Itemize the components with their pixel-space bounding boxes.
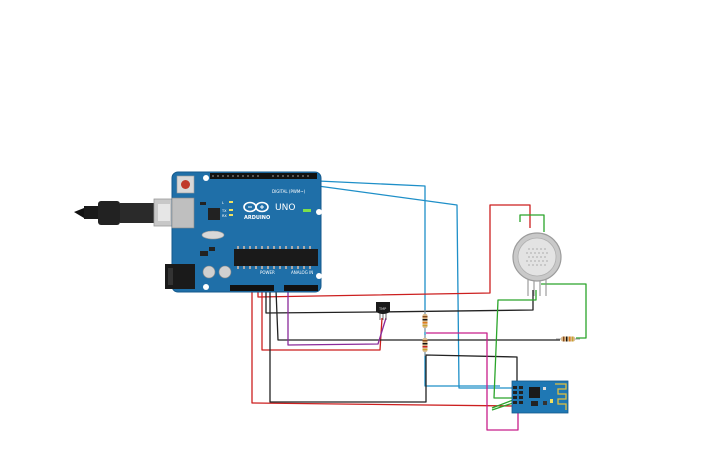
- led-rx: [229, 214, 233, 216]
- esp-antenna: [555, 383, 567, 410]
- temperature-sensor[interactable]: TMP: [376, 302, 390, 320]
- wire-green-1[interactable]: [541, 283, 587, 339]
- resistor-1[interactable]: [422, 310, 428, 332]
- gas-sensor[interactable]: [512, 232, 562, 296]
- usb-port: [171, 197, 195, 229]
- led-rx-label: RX: [222, 214, 227, 218]
- capacitor: [202, 265, 216, 279]
- model-label: UNO: [275, 203, 295, 213]
- power-header[interactable]: [230, 285, 274, 291]
- esp8266-module[interactable]: [511, 380, 569, 414]
- atmega-chip: [234, 246, 318, 269]
- digital-header-label: DIGITAL (PWM~): [272, 189, 306, 194]
- wire-green-2[interactable]: [493, 290, 537, 399]
- wires: [251, 180, 587, 431]
- wire-blue-1[interactable]: [317, 180, 500, 387]
- led-l: [229, 201, 233, 203]
- wire-red-tmp[interactable]: [261, 290, 383, 351]
- esp-chip: [529, 387, 540, 398]
- resistor-3[interactable]: [556, 336, 580, 342]
- led-l-label: L: [222, 201, 224, 205]
- wire-black-3[interactable]: [275, 289, 560, 341]
- reset-button[interactable]: [176, 175, 195, 194]
- wire-purple[interactable]: [287, 290, 387, 346]
- wire-black-2[interactable]: [269, 290, 518, 403]
- power-header-label: POWER: [260, 270, 275, 275]
- analog-header-label: ANALOG IN: [291, 270, 313, 275]
- led-tx-label: TX: [221, 209, 227, 213]
- usb-cable[interactable]: [74, 198, 175, 227]
- power-led: [303, 209, 311, 212]
- wire-red-gas[interactable]: [257, 204, 531, 298]
- wire-green-esp[interactable]: [491, 399, 514, 411]
- wire-black-1[interactable]: [265, 290, 534, 314]
- gas-sensor-mesh: [526, 248, 548, 266]
- capacitor: [218, 265, 232, 279]
- digital-header[interactable]: [210, 173, 317, 179]
- mount-hole: [203, 284, 209, 290]
- crystal: [201, 230, 225, 240]
- mount-hole: [203, 175, 209, 181]
- wire-magenta[interactable]: [426, 332, 519, 431]
- analog-header[interactable]: [284, 285, 318, 291]
- wire-green-3[interactable]: [519, 214, 545, 232]
- led-tx: [229, 209, 233, 211]
- arduino-logo: [243, 201, 269, 213]
- power-jack[interactable]: [165, 264, 195, 289]
- mount-hole: [316, 209, 322, 215]
- wire-red-esp[interactable]: [251, 290, 514, 407]
- resistor-2[interactable]: [422, 335, 428, 356]
- mount-hole: [316, 273, 322, 279]
- sensor-label: TMP: [378, 307, 386, 311]
- brand-label: ARDUINO: [244, 215, 270, 221]
- wire-blue-2[interactable]: [317, 185, 513, 389]
- esp-pins: [513, 386, 523, 404]
- usb-chip: [208, 208, 220, 220]
- arduino-uno-board[interactable]: DIGITAL (PWM~) L TX RX ARDUINO UNO: [165, 171, 322, 293]
